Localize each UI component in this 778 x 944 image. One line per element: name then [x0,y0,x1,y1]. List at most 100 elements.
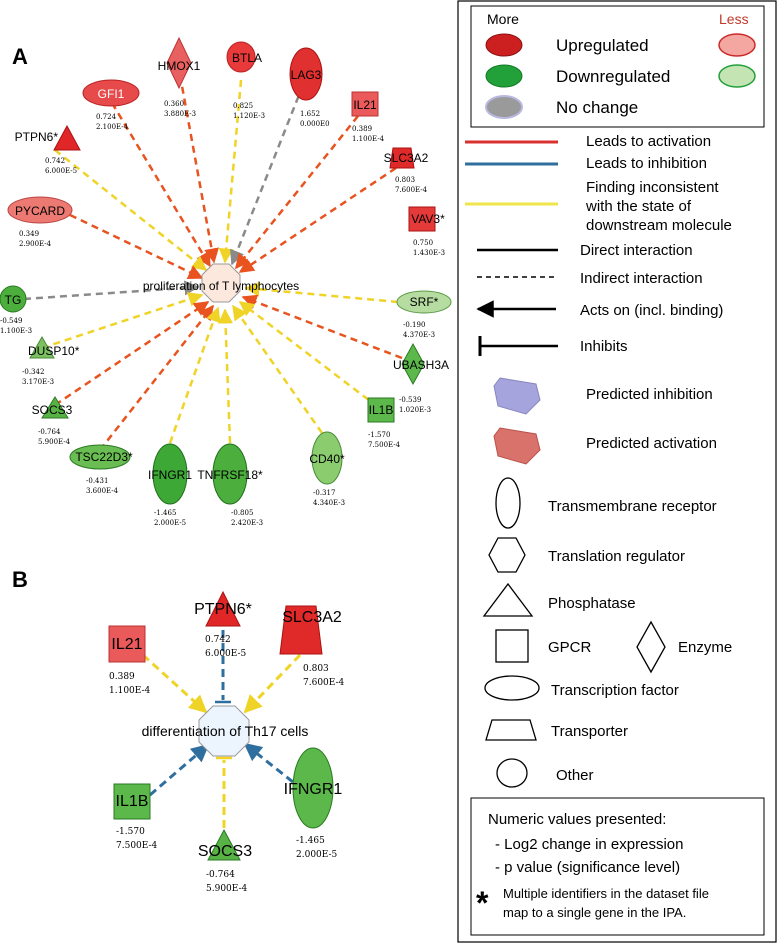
legend-phosphatase: Phosphatase [548,595,636,612]
node-ifngr1: IFNGR1 -1.465 2.000E-5 [148,443,192,527]
svg-text:UBASH3A: UBASH3A [393,358,449,372]
legend-numeric-box [470,797,765,936]
svg-text:IL21: IL21 [111,636,142,653]
legend-tf: Transcription factor [551,682,679,699]
svg-text:0.724: 0.724 [96,113,117,121]
legend-numeric-title: Numeric values presented: [488,811,666,828]
edge-gfi1 [110,102,212,268]
edge-btla [218,79,243,264]
svg-text:0.000E0: 0.000E0 [300,120,330,128]
edge-il21 [235,115,359,270]
panel-b: B differentiation of Th17 cells IL21 0.3… [12,567,345,894]
legend-transmembrane: Transmembrane receptor [548,498,717,515]
node-srf: SRF* -0.190 4.370E-3 [396,290,452,339]
svg-text:GFI1: GFI1 [98,87,125,101]
svg-text:2.420E-3: 2.420E-3 [231,519,263,527]
legend-numeric-1: - Log2 change in expression [495,836,683,853]
edge-pycard [69,213,204,280]
legend-upregulated: Upregulated [556,36,649,55]
svg-text:PTPN6*: PTPN6* [15,130,59,144]
svg-text:2.000E-5: 2.000E-5 [154,519,186,527]
svg-text:0.349: 0.349 [19,230,39,238]
svg-text:CD40*: CD40* [309,452,345,466]
node-btla: BTLA 0.825 1.120E-3 [226,41,265,120]
edge-tnfrsf18 [218,308,234,444]
legend-enzyme-shape [636,620,666,674]
svg-text:-1.570: -1.570 [116,827,145,837]
legend-transporter-shape [485,719,537,741]
svg-text:3.600E-4: 3.600E-4 [86,487,119,495]
legend-less: Less [719,11,749,27]
edge-ptpn6 [54,149,208,271]
svg-text:0.742: 0.742 [205,635,231,645]
edge-srf [244,281,399,304]
node-b-il21: IL21 0.389 1.100E-4 [108,625,151,696]
svg-text:-0.539: -0.539 [399,396,421,404]
svg-text:SLC3A2: SLC3A2 [384,151,429,165]
legend: More Less Upregulated Downregulated No c… [457,0,777,943]
svg-text:7.600E-4: 7.600E-4 [303,678,345,688]
legend-activation: Leads to activation [586,133,711,150]
svg-text:IFNGR1: IFNGR1 [148,468,192,482]
legend-downregulated: Downregulated [556,67,670,86]
legend-phosphatase-shape [482,582,534,617]
node-ubash3a: UBASH3A -0.539 1.020E-3 [393,342,449,414]
svg-text:DUSP10*: DUSP10* [28,344,80,358]
legend-color-box [470,5,765,128]
edge-b-il1b [149,743,210,797]
svg-text:PYCARD: PYCARD [15,204,65,218]
legend-inhibits: Inhibits [580,338,628,355]
panel-a: A proliferation of T lymphocytes [0,36,452,527]
panel-a-label: A [12,44,28,69]
svg-text:3.880E-3: 3.880E-3 [164,110,196,118]
node-il1b: IL1B -1.570 7.500E-4 [367,397,401,449]
node-b-ifngr1: IFNGR1 -1.465 2.000E-5 [284,747,342,860]
legend-gpcr-shape [495,629,529,663]
node-pycard: PYCARD 0.349 2.900E-4 [7,196,73,248]
legend-down-light [718,64,756,88]
edge-hmox1 [178,74,219,264]
svg-text:-0.317: -0.317 [313,489,335,497]
legend-pred-inhibition: Predicted inhibition [586,386,713,403]
svg-text:5.900E-4: 5.900E-4 [206,884,248,894]
legend-transporter: Transporter [551,723,628,740]
svg-text:7.600E-4: 7.600E-4 [395,186,428,194]
svg-text:0.389: 0.389 [109,672,135,682]
node-b-il1b: IL1B -1.570 7.500E-4 [113,783,158,851]
legend-direct: Direct interaction [580,242,693,259]
svg-text:0.825: 0.825 [233,102,253,110]
node-vav3: VAV3* 0.750 1.430E-3 [408,206,445,257]
node-il21: IL21 0.389 1.100E-4 [351,91,385,143]
svg-text:-0.549: -0.549 [0,317,22,325]
node-hmox1: HMOX1 0.360 3.880E-3 [158,36,201,118]
node-b-ptpn6: PTPN6* 0.742 6.000E-5 [194,590,252,659]
edge-socs3 [54,300,210,407]
edge-tsc22d3 [99,304,214,451]
svg-text:6.000E-5: 6.000E-5 [45,167,77,175]
svg-text:SLC3A2: SLC3A2 [282,609,342,626]
svg-text:PTPN6*: PTPN6* [194,601,252,618]
legend-tf-shape [484,675,540,701]
legend-more: More [487,11,519,27]
svg-text:TNFRSF18*: TNFRSF18* [197,468,263,482]
node-tnfrsf18: TNFRSF18* -0.805 2.420E-3 [197,443,263,527]
legend-note-1: Multiple identifiers in the dataset file [503,886,709,901]
legend-inhibition: Leads to inhibition [586,155,707,172]
svg-text:1.100E-4: 1.100E-4 [352,135,385,143]
svg-text:IL21: IL21 [353,98,377,112]
center-label-proliferation: proliferation of T lymphocytes [143,279,299,293]
svg-text:-1.570: -1.570 [368,431,390,439]
svg-text:IL1B: IL1B [369,403,394,417]
legend-pred-inhibition-shape [493,377,541,415]
svg-text:TSC22D3*: TSC22D3* [75,450,133,464]
svg-text:VAV3*: VAV3* [411,212,445,226]
svg-text:1.100E-4: 1.100E-4 [109,686,151,696]
panel-b-label: B [12,567,28,592]
edge-lag3 [230,84,305,266]
edge-b-slc3a2 [243,653,302,714]
svg-text:HMOX1: HMOX1 [158,59,201,73]
svg-text:SOCS3: SOCS3 [198,843,252,860]
legend-translation-shape [488,537,526,573]
svg-text:1.120E-3: 1.120E-3 [233,112,265,120]
svg-text:0.360: 0.360 [164,100,184,108]
